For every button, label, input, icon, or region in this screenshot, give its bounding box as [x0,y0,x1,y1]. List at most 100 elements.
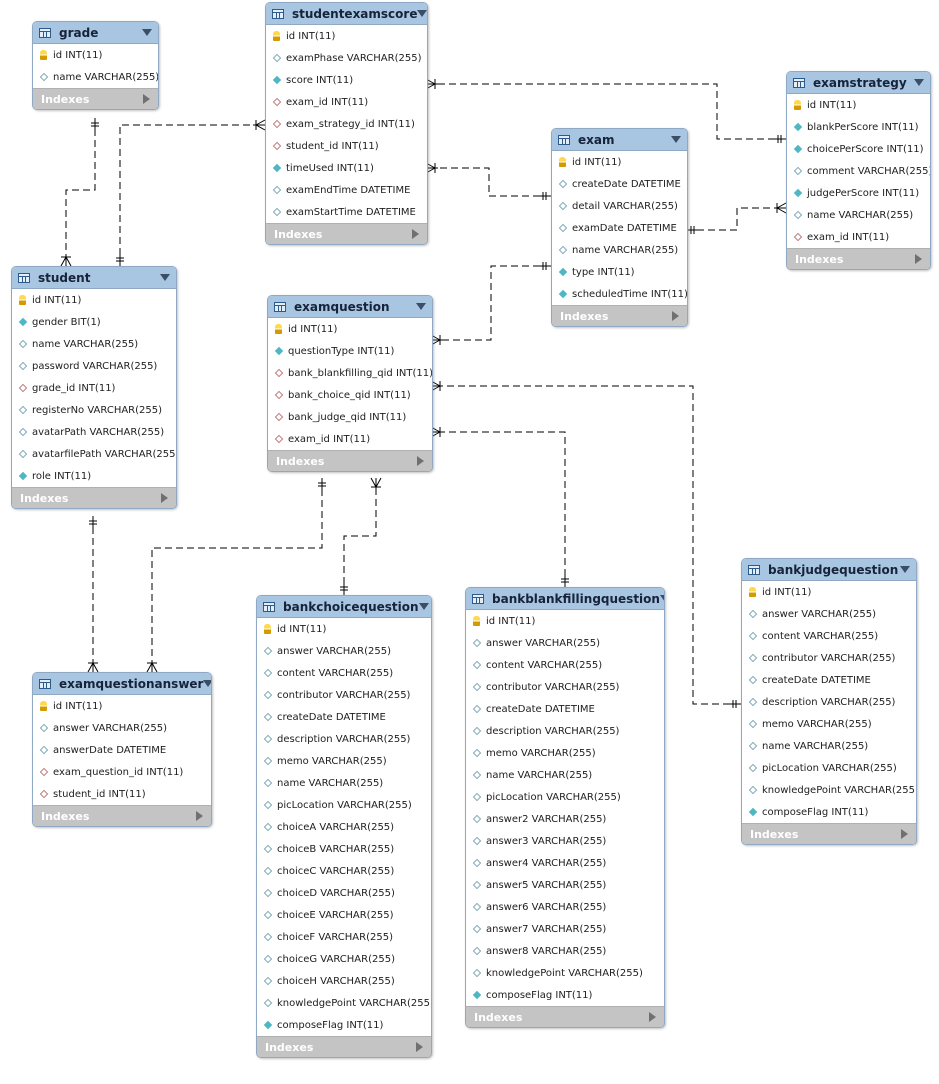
column-row[interactable]: composeFlag INT(11) [257,1014,431,1036]
column-row[interactable]: avatarfilePath VARCHAR(255) [12,443,176,465]
column-row[interactable]: name VARCHAR(255) [12,333,176,355]
column-row[interactable]: blankPerScore INT(11) [787,116,930,138]
collapse-caret-icon[interactable] [160,274,170,281]
column-row[interactable]: name VARCHAR(255) [787,204,930,226]
relationship-student-studentexamscore[interactable] [116,119,266,266]
relationship-line[interactable] [686,207,786,231]
expand-arrow-icon[interactable] [901,829,908,839]
relationship-exam-examstrategy[interactable] [686,202,787,234]
column-row[interactable]: picLocation VARCHAR(255) [742,757,916,779]
table-header[interactable]: bankjudgequestion [742,559,916,581]
column-row[interactable]: examStartTime DATETIME [266,201,427,223]
expand-arrow-icon[interactable] [672,311,679,321]
column-row[interactable]: name VARCHAR(255) [33,66,158,88]
column-row[interactable]: grade_id INT(11) [12,377,176,399]
relationship-student-examquestionanswer[interactable] [87,516,99,673]
column-row[interactable]: choicePerScore INT(11) [787,138,930,160]
relationship-line[interactable] [431,431,566,587]
column-row[interactable]: choiceE VARCHAR(255) [257,904,431,926]
column-row[interactable]: description VARCHAR(255) [257,728,431,750]
column-row[interactable]: answer7 VARCHAR(255) [466,918,664,940]
column-row[interactable]: student_id INT(11) [266,135,427,157]
indexes-section[interactable]: Indexes [33,805,211,826]
column-row[interactable]: id INT(11) [33,44,158,66]
table-header[interactable]: student [12,267,176,289]
collapse-caret-icon[interactable] [914,79,924,86]
column-row[interactable]: description VARCHAR(255) [466,720,664,742]
collapse-caret-icon[interactable] [203,680,211,687]
column-row[interactable]: id INT(11) [266,25,427,47]
table-header[interactable]: studentexamscore [266,3,427,25]
column-row[interactable]: choiceA VARCHAR(255) [257,816,431,838]
column-row[interactable]: memo VARCHAR(255) [466,742,664,764]
expand-arrow-icon[interactable] [417,456,424,466]
column-row[interactable]: score INT(11) [266,69,427,91]
column-row[interactable]: id INT(11) [33,695,211,717]
column-row[interactable]: answer VARCHAR(255) [33,717,211,739]
column-row[interactable]: type INT(11) [552,261,687,283]
column-row[interactable]: id INT(11) [466,610,664,632]
indexes-section[interactable]: Indexes [466,1006,664,1027]
column-row[interactable]: examDate DATETIME [552,217,687,239]
column-row[interactable]: exam_id INT(11) [268,428,432,450]
column-row[interactable]: content VARCHAR(255) [257,662,431,684]
table-header[interactable]: examquestion [268,296,432,318]
relationship-grade-student[interactable] [60,118,99,267]
collapse-caret-icon[interactable] [417,10,427,17]
column-row[interactable]: composeFlag INT(11) [466,984,664,1006]
column-row[interactable]: id INT(11) [552,151,687,173]
column-row[interactable]: exam_id INT(11) [787,226,930,248]
column-row[interactable]: id INT(11) [787,94,930,116]
relationship-exam-examquestion[interactable] [430,262,551,346]
column-row[interactable]: composeFlag INT(11) [742,801,916,823]
column-row[interactable]: examPhase VARCHAR(255) [266,47,427,69]
column-row[interactable]: id INT(11) [742,581,916,603]
column-row[interactable]: createDate DATETIME [552,173,687,195]
column-row[interactable]: knowledgePoint VARCHAR(255) [742,779,916,801]
expand-arrow-icon[interactable] [412,229,419,239]
column-row[interactable]: answer VARCHAR(255) [257,640,431,662]
column-row[interactable]: knowledgePoint VARCHAR(255) [257,992,431,1014]
indexes-section[interactable]: Indexes [266,223,427,244]
table-header[interactable]: bankchoicequestion [257,596,431,618]
column-row[interactable]: createDate DATETIME [257,706,431,728]
column-row[interactable]: contributor VARCHAR(255) [466,676,664,698]
column-row[interactable]: exam_strategy_id INT(11) [266,113,427,135]
column-row[interactable]: name VARCHAR(255) [742,735,916,757]
relationship-line[interactable] [65,118,96,266]
table-header[interactable]: exam [552,129,687,151]
column-row[interactable]: memo VARCHAR(255) [742,713,916,735]
column-row[interactable]: choiceD VARCHAR(255) [257,882,431,904]
column-row[interactable]: id INT(11) [12,289,176,311]
indexes-section[interactable]: Indexes [742,823,916,844]
column-row[interactable]: content VARCHAR(255) [742,625,916,647]
expand-arrow-icon[interactable] [143,94,150,104]
table-header[interactable]: examstrategy [787,72,930,94]
indexes-section[interactable]: Indexes [787,248,930,269]
column-row[interactable]: bank_blankfilling_qid INT(11) [268,362,432,384]
column-row[interactable]: answer8 VARCHAR(255) [466,940,664,962]
column-row[interactable]: createDate DATETIME [742,669,916,691]
column-row[interactable]: description VARCHAR(255) [742,691,916,713]
column-row[interactable]: choiceH VARCHAR(255) [257,970,431,992]
column-row[interactable]: id INT(11) [268,318,432,340]
column-row[interactable]: bank_choice_qid INT(11) [268,384,432,406]
column-row[interactable]: detail VARCHAR(255) [552,195,687,217]
relationship-line[interactable] [343,478,377,595]
column-row[interactable]: name VARCHAR(255) [552,239,687,261]
column-row[interactable]: answer4 VARCHAR(255) [466,852,664,874]
column-row[interactable]: choiceB VARCHAR(255) [257,838,431,860]
collapse-caret-icon[interactable] [418,603,429,610]
indexes-section[interactable]: Indexes [12,487,176,508]
column-row[interactable]: contributor VARCHAR(255) [742,647,916,669]
column-row[interactable]: answer6 VARCHAR(255) [466,896,664,918]
column-row[interactable]: bank_judge_qid INT(11) [268,406,432,428]
column-row[interactable]: answer5 VARCHAR(255) [466,874,664,896]
expand-arrow-icon[interactable] [649,1012,656,1022]
collapse-caret-icon[interactable] [142,29,152,36]
table-header[interactable]: grade [33,22,158,44]
column-row[interactable]: knowledgePoint VARCHAR(255) [466,962,664,984]
